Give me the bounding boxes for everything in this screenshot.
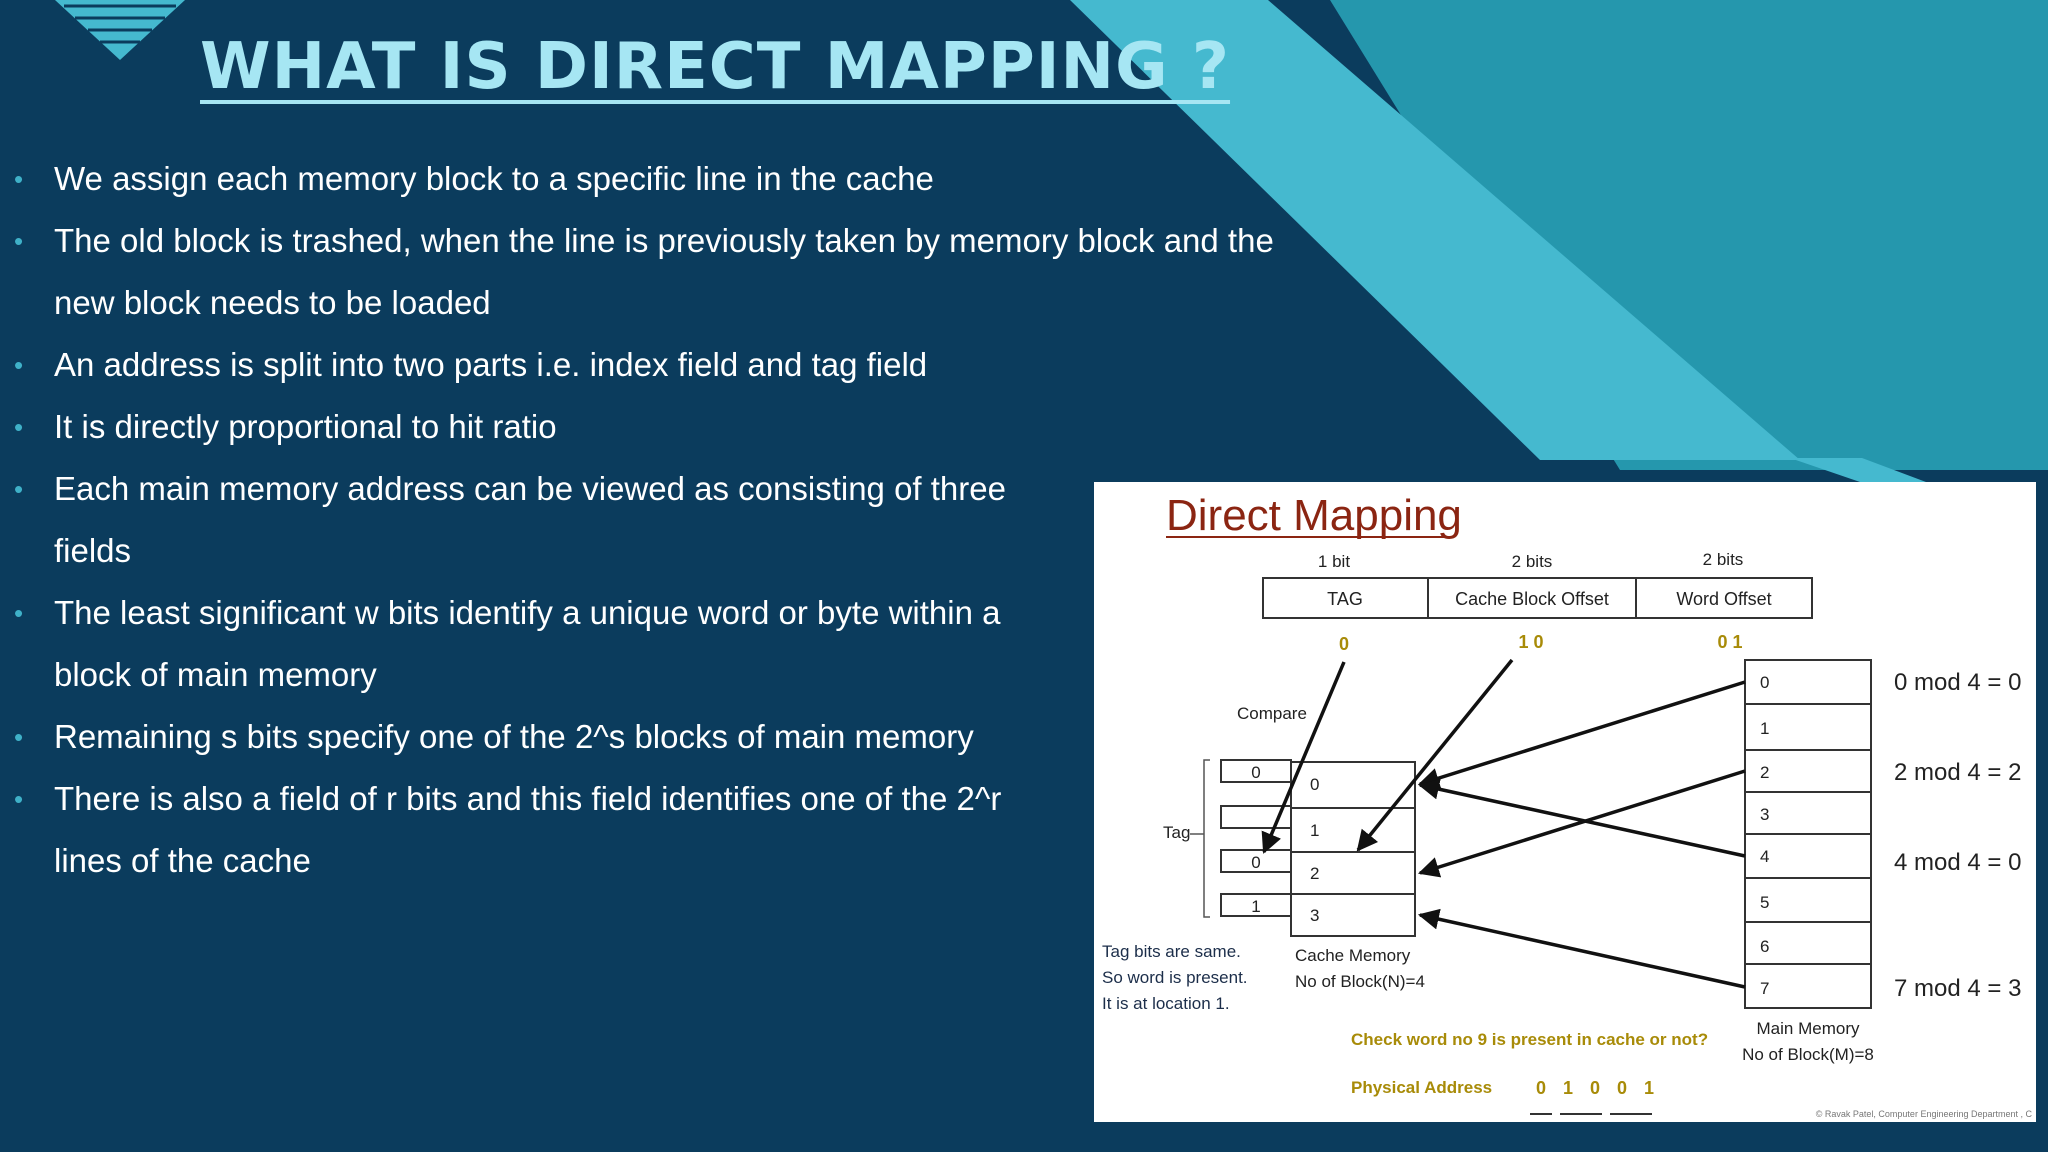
- direct-mapping-diagram: Direct Mapping 1 bit 2 bits 2 bits TAG C…: [1102, 491, 2033, 1119]
- bullet-text: There is also a field of r bits and this…: [54, 780, 1002, 879]
- bullet-dot-icon: •: [14, 226, 24, 256]
- cache-caption-1: Cache Memory: [1295, 946, 1411, 965]
- bullet-text: Remaining s bits specify one of the 2^s …: [54, 718, 974, 755]
- tag-compare-arrow: [1261, 661, 1346, 854]
- bullet-dot-icon: •: [14, 412, 24, 442]
- memory7-to-cache3-arrow: [1417, 908, 1746, 989]
- note-line-2: So word is present.: [1102, 968, 1248, 987]
- direct-mapping-figure: Direct Mapping 1 bit 2 bits 2 bits TAG C…: [1094, 482, 2036, 1122]
- tag-field-box: [1262, 577, 1429, 619]
- tag-value-3: 1: [1251, 897, 1260, 916]
- memory-block-6: [1744, 921, 1872, 965]
- word-offset-value: 0 1: [1717, 632, 1742, 652]
- bullet-text: The least significant w bits identify a …: [54, 594, 1001, 693]
- question-text: Check word no 9 is present in cache or n…: [1351, 1030, 1708, 1049]
- tag-bits-label: 1 bit: [1318, 552, 1350, 571]
- memory-block-label-5: 5: [1760, 893, 1769, 912]
- bullet-item: • An address is split into two parts i.e.…: [14, 334, 1334, 396]
- cache-line-1: [1290, 807, 1416, 853]
- bullet-dot-icon: •: [14, 598, 24, 628]
- bullet-dot-icon: •: [14, 164, 24, 194]
- memory-caption-1: Main Memory: [1757, 1019, 1860, 1038]
- bullet-item: • Remaining s bits specify one of the 2^s…: [14, 706, 1054, 768]
- bullet-dot-icon: •: [14, 350, 24, 380]
- bullet-item: • The old block is trashed, when the line…: [14, 210, 1334, 334]
- bullet-text: An address is split into two parts i.e. …: [54, 346, 928, 383]
- mod-label-4: 4 mod 4 = 0: [1894, 849, 2021, 876]
- bullet-dot-icon: •: [14, 722, 24, 752]
- cache-caption-2: No of Block(N)=4: [1295, 972, 1425, 991]
- memory-block-7: [1744, 963, 1872, 1009]
- note-line-3: It is at location 1.: [1102, 994, 1230, 1013]
- memory-block-label-0: 0: [1760, 673, 1769, 692]
- cache-line-label-0: 0: [1310, 775, 1319, 794]
- memory2-to-cache2-arrow: [1417, 769, 1746, 878]
- memory-block-1: [1744, 703, 1872, 751]
- tag-bracket: [1203, 759, 1210, 918]
- word-offset-field-box: [1635, 577, 1813, 619]
- tag-field-label: TAG: [1327, 589, 1363, 609]
- bullet-dot-icon: •: [14, 474, 24, 504]
- word-offset-bits-label: 2 bits: [1703, 550, 1744, 569]
- mod-label-7: 7 mod 4 = 3: [1894, 975, 2021, 1002]
- memory-block-label-6: 6: [1760, 937, 1769, 956]
- memory-block-label-4: 4: [1760, 847, 1769, 866]
- bullet-text: Each main memory address can be viewed a…: [54, 470, 1006, 569]
- block-offset-arrow: [1356, 658, 1514, 852]
- memory-block-label-3: 3: [1760, 805, 1769, 824]
- word-offset-field-label: Word Offset: [1676, 589, 1771, 609]
- tag-value-0: 0: [1251, 763, 1260, 782]
- credit-text: © Ravak Patel, Computer Engineering Depa…: [1816, 1109, 2033, 1119]
- bullet-text: The old block is trashed, when the line …: [54, 222, 1274, 321]
- bullet-dot-icon: •: [14, 784, 24, 814]
- memory0-to-cache0-arrow: [1417, 680, 1746, 789]
- mod-label-2: 2 mod 4 = 2: [1894, 759, 2021, 786]
- memory-block-label-7: 7: [1760, 979, 1769, 998]
- tag-label: Tag: [1163, 823, 1190, 842]
- mod-label-0: 0 mod 4 = 0: [1894, 669, 2021, 696]
- block-offset-bits-label: 2 bits: [1512, 552, 1553, 571]
- physical-address-label: Physical Address: [1351, 1078, 1492, 1097]
- bullet-list: • We assign each memory block to a specif…: [14, 148, 1334, 892]
- tag-value: 0: [1339, 634, 1349, 654]
- bullet-item: • We assign each memory block to a specif…: [14, 148, 1334, 210]
- slide-title: WHAT IS DIRECT MAPPING ?: [200, 30, 1231, 104]
- memory-block-label-1: 1: [1760, 719, 1769, 738]
- bullet-text: It is directly proportional to hit ratio: [54, 408, 557, 445]
- cache-line-label-1: 1: [1310, 821, 1319, 840]
- block-offset-field-box: [1427, 577, 1637, 619]
- bullet-item: • There is also a field of r bits and thi…: [14, 768, 1054, 892]
- memory-block-5: [1744, 877, 1872, 923]
- block-offset-field-label: Cache Block Offset: [1455, 589, 1609, 609]
- bullet-item: • It is directly proportional to hit rati…: [14, 396, 1334, 458]
- cache-line-3: [1290, 893, 1416, 937]
- bullet-text: We assign each memory block to a specifi…: [54, 160, 934, 197]
- physical-address-bits: 0 1 0 0 1: [1536, 1078, 1660, 1098]
- compare-label: Compare: [1237, 704, 1307, 723]
- bullet-item: • Each main memory address can be viewed …: [14, 458, 1054, 582]
- figure-title: Direct Mapping: [1166, 491, 1462, 540]
- tag-value-2: 0: [1251, 853, 1260, 872]
- memory-block-label-2: 2: [1760, 763, 1769, 782]
- cache-line-2: [1290, 851, 1416, 895]
- cache-line-label-2: 2: [1310, 864, 1319, 883]
- note-line-1: Tag bits are same.: [1102, 942, 1241, 961]
- block-offset-value: 1 0: [1518, 632, 1543, 652]
- cache-line-label-3: 3: [1310, 906, 1319, 925]
- memory-caption-2: No of Block(M)=8: [1742, 1045, 1874, 1064]
- bullet-item: • The least significant w bits identify a…: [14, 582, 1054, 706]
